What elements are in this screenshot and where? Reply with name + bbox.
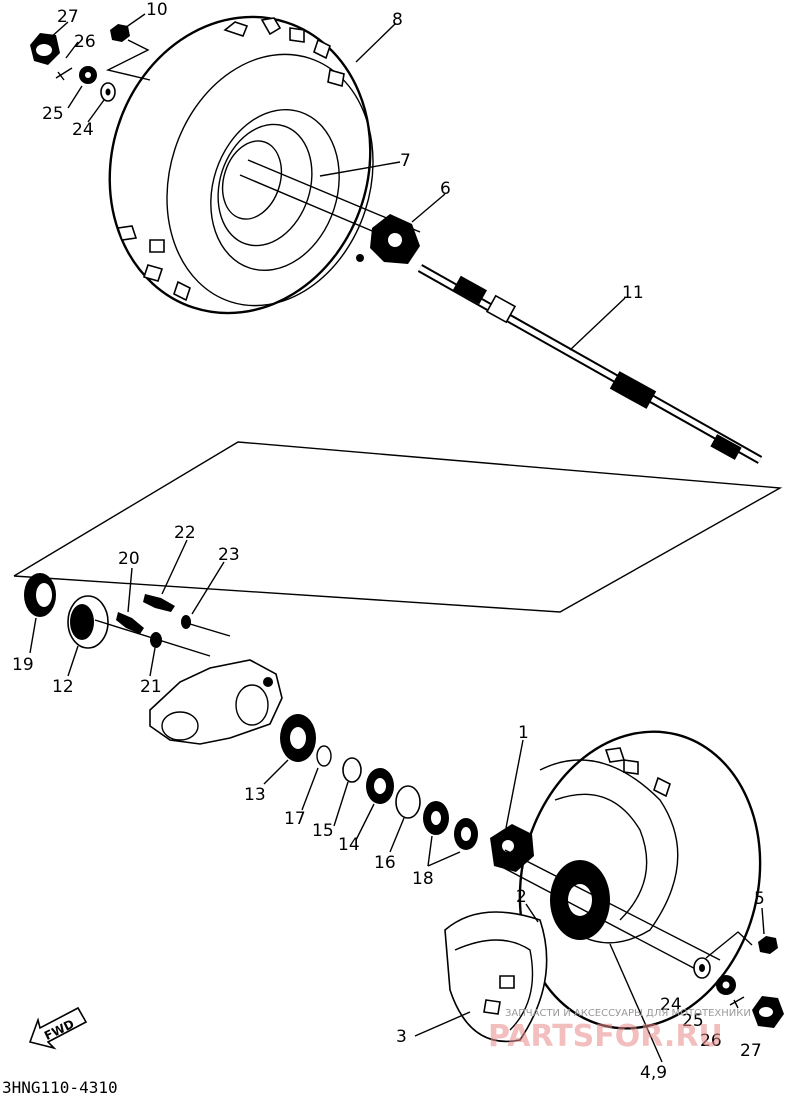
drive-shaft-part-11: [417, 264, 763, 464]
bottom-wheel: [444, 730, 762, 1043]
label-12: 12: [52, 677, 74, 697]
top-small-parts: [30, 24, 151, 102]
label-25-top: 25: [42, 104, 64, 124]
label-27-top: 27: [57, 7, 79, 27]
top-wheel-tire: [108, 15, 374, 315]
label-23: 23: [218, 545, 240, 565]
label-14: 14: [338, 835, 360, 855]
label-3: 3: [396, 1027, 407, 1047]
label-13: 13: [244, 785, 266, 805]
label-10: 10: [146, 0, 168, 20]
watermark-logo: PARTSFOR.RU: [488, 1019, 723, 1054]
diagram-code: 3HNG110-4310: [2, 1078, 118, 1097]
bolts-and-washers: [116, 594, 231, 648]
tread-pattern-bottom: [483, 747, 671, 1015]
label-15: 15: [312, 821, 334, 841]
label-26-top: 26: [74, 32, 96, 52]
label-26-bottom: 26: [700, 1031, 722, 1051]
watermark: ЗАПЧАСТИ И АКСЕССУАРЫ ДЛЯ МОТОТЕХНИКИ PA…: [488, 1008, 751, 1054]
label-8: 8: [392, 10, 403, 30]
label-27-bottom: 27: [740, 1041, 762, 1061]
label-7: 7: [400, 151, 411, 171]
label-6: 6: [440, 179, 451, 199]
label-20: 20: [118, 549, 140, 569]
label-18: 18: [412, 869, 434, 889]
part-number-labels: 27 26 25 24 10 8 7 6 11 22 20 23 19 12 2…: [12, 0, 765, 1083]
label-21: 21: [140, 677, 162, 697]
watermark-text: ЗАПЧАСТИ И АКСЕССУАРЫ ДЛЯ МОТОТЕХНИКИ: [505, 1008, 751, 1019]
bottom-small-parts: [693, 931, 784, 1028]
label-17: 17: [284, 809, 306, 829]
label-5: 5: [754, 889, 765, 909]
label-4-9: 4,9: [640, 1063, 667, 1083]
hub-part-6: [356, 214, 420, 264]
label-24-bottom: 24: [660, 995, 682, 1015]
label-19: 19: [12, 655, 34, 675]
label-25-bottom: 25: [682, 1011, 704, 1031]
label-1: 1: [518, 723, 529, 743]
leader-lines: [29, 13, 765, 1063]
label-22: 22: [174, 523, 196, 543]
fwd-arrow-icon: FWD: [28, 1006, 88, 1050]
subassembly-frame: [13, 441, 783, 613]
differential-housing: [149, 659, 316, 762]
label-2: 2: [516, 887, 527, 907]
tread-pattern-top: [116, 17, 345, 302]
label-11: 11: [622, 283, 644, 303]
rings-and-seals-14-18: [316, 745, 478, 850]
label-16: 16: [374, 853, 396, 873]
seal-and-bearing-19-12: [24, 573, 211, 657]
label-24-top: 24: [72, 120, 94, 140]
